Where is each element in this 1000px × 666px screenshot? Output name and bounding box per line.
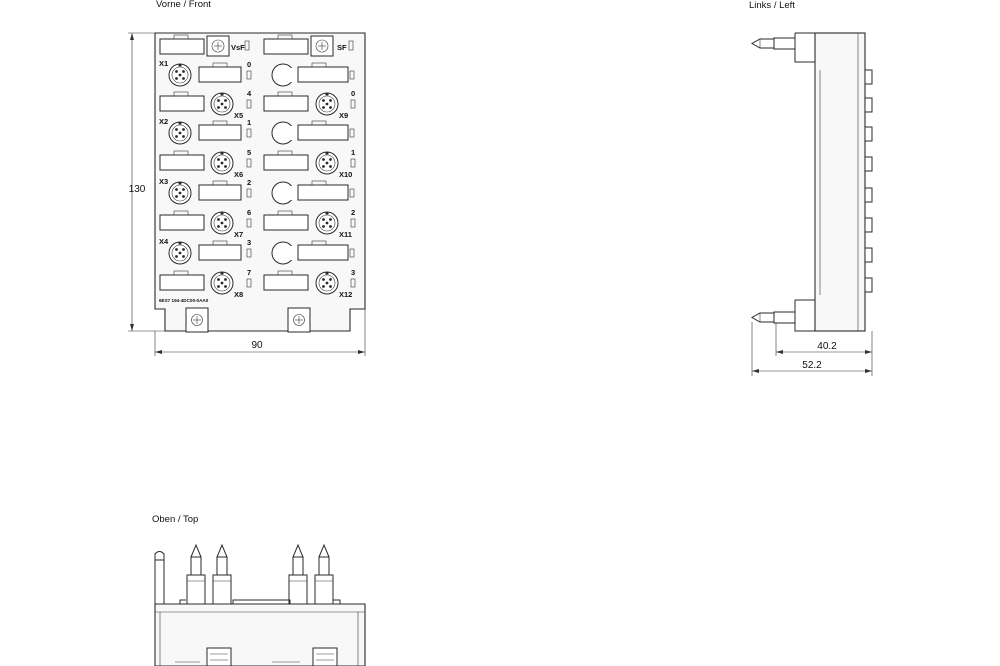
label-box-left-lower-0 bbox=[159, 91, 205, 112]
label-x4: X4 bbox=[159, 237, 169, 246]
top-pin-right-1 bbox=[314, 543, 334, 605]
label-box-left-upper-3 bbox=[198, 240, 242, 261]
vsf-label: VsF bbox=[231, 43, 245, 52]
top-left-post bbox=[154, 551, 165, 605]
label-x5: X5 bbox=[234, 111, 243, 120]
label-x11: X11 bbox=[339, 230, 352, 239]
channel-right-lower-2: 2 bbox=[351, 208, 355, 217]
dim-front-height-label: 130 bbox=[129, 184, 146, 195]
label-box-left-lower-2 bbox=[159, 210, 205, 231]
socket-x4 bbox=[168, 241, 192, 265]
front-bottom-latch-right bbox=[287, 307, 311, 333]
socket-x10 bbox=[315, 151, 339, 175]
socket-x12 bbox=[315, 271, 339, 295]
left-view-title: Links / Left bbox=[749, 0, 795, 11]
channel-right-lower-1: 1 bbox=[351, 148, 355, 157]
label-box-left-upper-0 bbox=[198, 62, 242, 83]
label-box-left-lower-3 bbox=[159, 270, 205, 291]
empty-slot-0 bbox=[271, 63, 298, 87]
side-bump-0 bbox=[864, 69, 873, 85]
label-x8: X8 bbox=[234, 290, 243, 299]
label-box-right-upper-2 bbox=[297, 180, 349, 201]
left-side-bumps bbox=[864, 69, 873, 293]
label-x2: X2 bbox=[159, 117, 168, 126]
label-box-left-lower-1 bbox=[159, 150, 205, 171]
label-x9: X9 bbox=[339, 111, 348, 120]
top-pin-left-0 bbox=[186, 543, 206, 605]
label-box-right-lower-1 bbox=[263, 150, 309, 171]
channel-left-upper-1: 1 bbox=[247, 118, 251, 127]
label-box-left-upper-1 bbox=[198, 120, 242, 141]
label-box-right-lower-0 bbox=[263, 91, 309, 112]
channel-left-upper-3: 3 bbox=[247, 238, 251, 247]
side-bump-6 bbox=[864, 247, 873, 263]
socket-x2 bbox=[168, 121, 192, 145]
label-x7: X7 bbox=[234, 230, 243, 239]
side-bump-4 bbox=[864, 187, 873, 203]
front-bottom-latch-left bbox=[185, 307, 209, 333]
label-box-right-lower-2 bbox=[263, 210, 309, 231]
side-bump-7 bbox=[864, 277, 873, 293]
dim-left-depth-2-label: 52.2 bbox=[802, 360, 822, 371]
channel-left-lower-1: 5 bbox=[247, 148, 251, 157]
side-bump-1 bbox=[864, 97, 873, 113]
channel-left-lower-2: 6 bbox=[247, 208, 251, 217]
empty-slot-2 bbox=[271, 181, 298, 205]
left-body bbox=[814, 32, 866, 332]
socket-x8 bbox=[210, 271, 234, 295]
sf-label: SF bbox=[337, 43, 347, 52]
label-x3: X3 bbox=[159, 177, 168, 186]
dim-left-depth-2: 52.2 bbox=[751, 322, 872, 376]
label-box-right-upper-0 bbox=[297, 62, 349, 83]
side-bump-5 bbox=[864, 217, 873, 233]
label-x1: X1 bbox=[159, 59, 168, 68]
socket-x3 bbox=[168, 181, 192, 205]
socket-x9 bbox=[315, 92, 339, 116]
left-upper-pin bbox=[750, 37, 796, 50]
label-box-right-upper-3 bbox=[297, 240, 349, 261]
socket-x11 bbox=[315, 211, 339, 235]
channel-right-lower-0: 0 bbox=[351, 89, 355, 98]
front-top-status-row: VsF SF bbox=[159, 34, 354, 57]
part-number: 6ES7 194-4DC00-0AA0 bbox=[159, 298, 209, 303]
dim-left-depth-1-label: 40.2 bbox=[817, 341, 837, 352]
left-lower-pin bbox=[750, 311, 796, 324]
top-view-title: Oben / Top bbox=[152, 514, 198, 525]
label-box-left-upper-2 bbox=[198, 180, 242, 201]
channel-left-upper-0: 0 bbox=[247, 60, 251, 69]
front-view-title: Vorne / Front bbox=[156, 0, 211, 10]
channel-left-lower-0: 4 bbox=[247, 89, 252, 98]
empty-slot-1 bbox=[271, 121, 298, 145]
side-bump-2 bbox=[864, 126, 873, 142]
channel-left-lower-3: 7 bbox=[247, 268, 251, 277]
socket-x6 bbox=[210, 151, 234, 175]
channel-left-upper-2: 2 bbox=[247, 178, 251, 187]
dim-left-depth-1: 40.2 bbox=[775, 323, 873, 376]
socket-x1 bbox=[168, 63, 192, 87]
front-view: Vorne / Front VsF bbox=[128, 0, 366, 356]
label-x10: X10 bbox=[339, 170, 352, 179]
dim-front-width: 90 bbox=[154, 309, 366, 356]
top-pin-right-0 bbox=[288, 543, 308, 605]
dim-front-width-label: 90 bbox=[251, 340, 263, 351]
empty-slot-3 bbox=[271, 241, 298, 265]
dim-front-height: 130 bbox=[128, 32, 165, 332]
top-connector-pins bbox=[186, 543, 334, 605]
side-bump-3 bbox=[864, 156, 873, 172]
channel-right-lower-3: 3 bbox=[351, 268, 355, 277]
socket-x7 bbox=[210, 211, 234, 235]
top-view: Oben / Top bbox=[152, 514, 366, 666]
label-box-right-lower-3 bbox=[263, 270, 309, 291]
top-bottom-clip-left bbox=[206, 647, 232, 666]
left-view: Links / Left 40.2 bbox=[749, 0, 873, 376]
socket-x5 bbox=[210, 92, 234, 116]
label-x6: X6 bbox=[234, 170, 243, 179]
label-x12: X12 bbox=[339, 290, 352, 299]
top-pin-left-1 bbox=[212, 543, 232, 605]
label-box-right-upper-1 bbox=[297, 120, 349, 141]
top-bottom-clip-right bbox=[312, 647, 338, 666]
